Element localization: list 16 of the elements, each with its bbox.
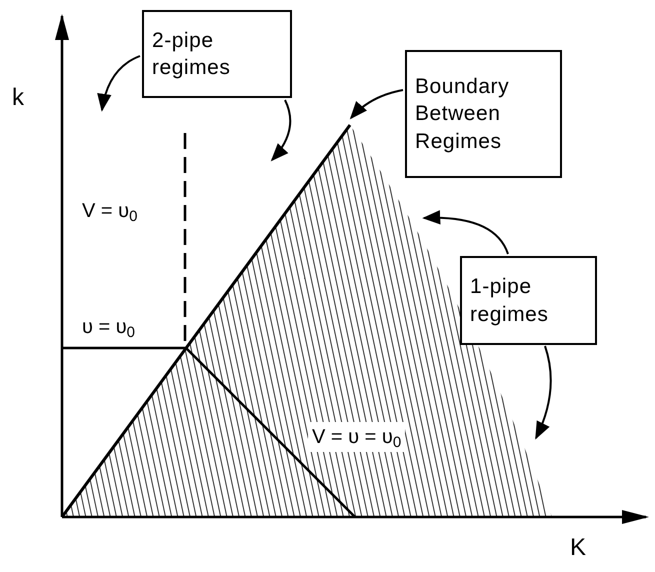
leader-arrow bbox=[422, 210, 509, 254]
axis-or-line-label: V = υ = υ$_{0}$ bbox=[308, 422, 406, 452]
axis-or-line-label: V = υ$_{0}$ bbox=[82, 199, 138, 226]
leader-arrow bbox=[98, 55, 140, 112]
callout-box bbox=[460, 256, 597, 345]
callout-box bbox=[405, 50, 562, 178]
callout-text: 2-pipe regimes bbox=[152, 28, 232, 81]
axis-or-line-label: K bbox=[570, 533, 586, 563]
callout-text: Boundary Between Regimes bbox=[415, 74, 510, 155]
leader-arrow bbox=[350, 89, 404, 120]
callout-box bbox=[142, 10, 292, 98]
leader-arrow bbox=[270, 100, 292, 162]
leader-arrow bbox=[535, 346, 552, 440]
axis-or-line-label: υ = υ$_{0}$ bbox=[82, 315, 136, 342]
axis-or-line-label: k bbox=[12, 83, 24, 113]
callout-text: 1-pipe regimes bbox=[470, 274, 550, 328]
